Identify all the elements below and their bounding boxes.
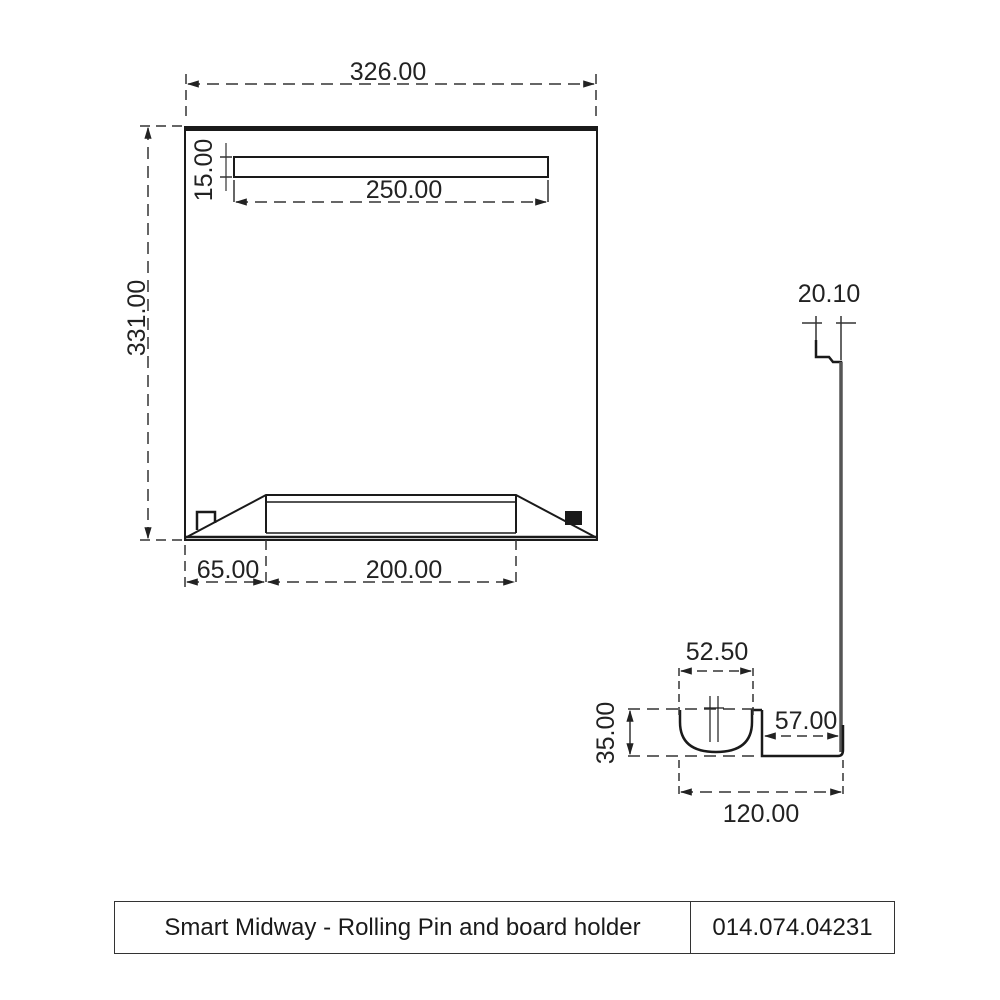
- dim-overall-height: 331.00: [123, 280, 151, 356]
- dim-hook-width: 20.10: [798, 280, 861, 308]
- product-name: Smart Midway - Rolling Pin and board hol…: [115, 902, 691, 953]
- tray-outline: [184, 494, 598, 539]
- shelf-profile: [760, 710, 845, 758]
- board-slot: [233, 156, 549, 178]
- side-dimensions: [626, 316, 856, 798]
- left-bracket-icon: [195, 510, 217, 530]
- dim-left-offset: 65.00: [197, 556, 260, 584]
- dim-overall-width: 326.00: [350, 58, 426, 86]
- front-view: [184, 126, 598, 541]
- part-number: 014.074.04231: [712, 913, 873, 941]
- top-edge: [184, 126, 598, 131]
- dim-slot-height: 15.00: [190, 139, 218, 202]
- dim-cup-height: 35.00: [592, 702, 620, 765]
- dim-slot-width: 250.00: [366, 176, 442, 204]
- rolling-pin-cup: [678, 708, 762, 754]
- dim-shelf-depth: 57.00: [775, 707, 838, 735]
- side-view: [678, 340, 845, 758]
- hook-profile: [814, 340, 843, 370]
- dim-cup-width: 52.50: [686, 638, 749, 666]
- title-block: Smart Midway - Rolling Pin and board hol…: [114, 901, 895, 954]
- front-dimensions: [140, 74, 597, 588]
- dim-overall-depth: 120.00: [723, 800, 799, 828]
- dim-tray-width: 200.00: [366, 556, 442, 584]
- right-bracket-icon: [565, 511, 582, 525]
